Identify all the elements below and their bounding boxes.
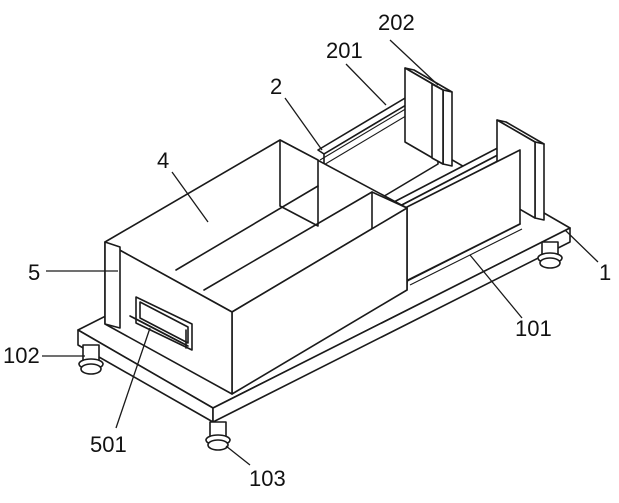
label-4: 4 xyxy=(157,150,169,172)
label-202: 202 xyxy=(378,12,415,34)
label-501: 501 xyxy=(90,434,127,456)
label-5: 5 xyxy=(28,262,40,284)
label-103: 103 xyxy=(249,468,286,490)
leader-1 xyxy=(565,230,598,262)
label-1: 1 xyxy=(599,262,611,284)
label-2: 2 xyxy=(270,76,282,98)
leader-2 xyxy=(285,98,322,150)
foot-rear xyxy=(538,242,562,268)
leader-103 xyxy=(226,446,250,465)
label-102: 102 xyxy=(3,345,40,367)
label-201: 201 xyxy=(326,40,363,62)
foot-102 xyxy=(79,345,103,374)
label-101: 101 xyxy=(515,318,552,340)
leader-201 xyxy=(346,64,386,105)
